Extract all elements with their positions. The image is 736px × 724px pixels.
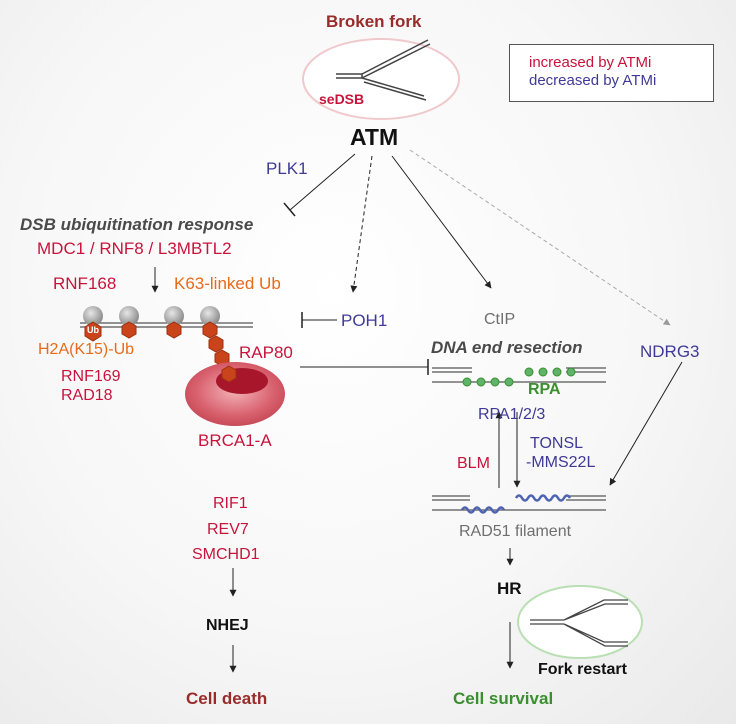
hr-node: HR <box>497 579 522 598</box>
dna-end-resection-title: DNA end resection <box>431 338 583 357</box>
h2a-k15-ub-label: H2A(K15)-Ub <box>38 341 135 358</box>
rif1-node: RIF1 <box>213 495 248 512</box>
fork-restart-ellipse <box>517 585 643 659</box>
sedsb-label: seDSB <box>319 91 365 107</box>
ub-icon <box>84 321 102 342</box>
atm-to-ndrg3-arrow <box>409 149 671 326</box>
rpa-label: RPA <box>528 381 561 398</box>
rpa123-node: RPA1/2/3 <box>478 406 546 423</box>
rap80-node: RAP80 <box>239 343 293 362</box>
ub-label: Ub <box>87 325 99 335</box>
broken-fork-title: Broken fork <box>326 12 422 31</box>
cell-death-node: Cell death <box>186 689 268 708</box>
ndrg3-to-rad51-arrow <box>609 361 683 486</box>
atm-to-dsb-inhibit <box>289 153 356 211</box>
poh1-node: POH1 <box>341 311 388 330</box>
fork-restart-dna-icon <box>530 599 628 647</box>
rnf168-node: RNF168 <box>53 274 117 293</box>
rad51-filament-label: RAD51 filament <box>459 523 572 540</box>
k63-linked-ub-label: K63-linked Ub <box>174 274 281 293</box>
k63-ub-chain <box>121 321 230 367</box>
legend-decreased: decreased by ATMi <box>529 72 657 89</box>
ctip-node: CtIP <box>484 311 516 328</box>
legend: increased by ATMi decreased by ATMi <box>509 44 714 102</box>
fork-restart-label: Fork restart <box>538 661 627 678</box>
legend-increased: increased by ATMi <box>529 54 652 71</box>
smchd1-node: SMCHD1 <box>192 546 260 563</box>
rad51-ssdna <box>432 495 606 511</box>
rnf169-node: RNF169 <box>61 368 121 385</box>
k63-ub-tail <box>221 365 237 383</box>
ubiquitination-title: DSB ubiquitination response <box>20 215 254 234</box>
atm-to-poh1-arrow <box>350 155 373 293</box>
blm-node: BLM <box>457 455 490 472</box>
mms22l-node: -MMS22L <box>526 454 596 471</box>
nucleosomes <box>83 306 220 326</box>
rpa-proteins <box>462 367 576 387</box>
cell-survival-node: Cell survival <box>453 689 554 708</box>
broken-fork-dna-icon <box>336 39 431 101</box>
ndrg3-node: NDRG3 <box>640 342 700 361</box>
atm-to-ctip-arrow <box>391 155 492 289</box>
tonsl-node: TONSL <box>530 435 584 452</box>
atm-to-dsb-inhibit-bar <box>283 202 296 217</box>
mdc1-rnf8-l3mbtl2-node: MDC1 / RNF8 / L3MBTL2 <box>37 239 232 258</box>
plk1-node: PLK1 <box>266 159 308 178</box>
nhej-node: NHEJ <box>206 617 249 634</box>
brca1a-node: BRCA1-A <box>198 431 272 450</box>
rad51-filament <box>460 494 572 514</box>
rpa-ssdna <box>432 367 606 383</box>
rev7-node: REV7 <box>207 521 249 538</box>
atm-node: ATM <box>350 124 399 150</box>
rad18-node: RAD18 <box>61 387 113 404</box>
